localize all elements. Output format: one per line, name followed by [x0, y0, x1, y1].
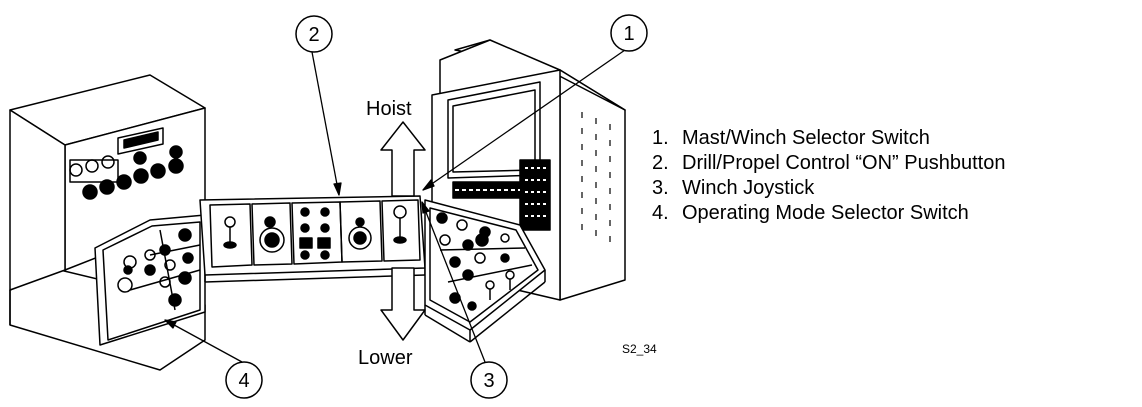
legend-text: Drill/Propel Control “ON” Pushbutton [682, 152, 1005, 174]
legend-number: 4. [652, 201, 682, 226]
legend-item: 3.Winch Joystick [652, 176, 1005, 201]
callout-3: 3 [471, 362, 507, 398]
right-console [425, 40, 625, 342]
callout-2: 2 [296, 16, 332, 52]
legend-number: 3. [652, 176, 682, 201]
callout-1: 1 [611, 15, 647, 51]
figure-id: S2_34 [622, 342, 657, 356]
hoist-arrow [381, 122, 425, 196]
callout-4-number: 4 [238, 370, 249, 392]
callout-3-number: 3 [483, 370, 494, 392]
legend-item: 4.Operating Mode Selector Switch [652, 201, 1005, 226]
legend-item: 2.Drill/Propel Control “ON” Pushbutton [652, 151, 1005, 176]
callout-legend: 1.Mast/Winch Selector Switch 2.Drill/Pro… [652, 126, 1005, 226]
legend-number: 1. [652, 126, 682, 151]
legend-text: Operating Mode Selector Switch [682, 202, 969, 224]
callout-2-number: 2 [308, 24, 319, 46]
lower-label: Lower [358, 347, 413, 369]
legend-text: Winch Joystick [682, 177, 814, 199]
legend-item: 1.Mast/Winch Selector Switch [652, 126, 1005, 151]
legend-number: 2. [652, 151, 682, 176]
callout-4: 4 [226, 362, 262, 398]
legend-text: Mast/Winch Selector Switch [682, 127, 930, 149]
callout-1-number: 1 [623, 23, 634, 45]
lower-arrow [381, 268, 425, 340]
hoist-label: Hoist [366, 98, 412, 120]
